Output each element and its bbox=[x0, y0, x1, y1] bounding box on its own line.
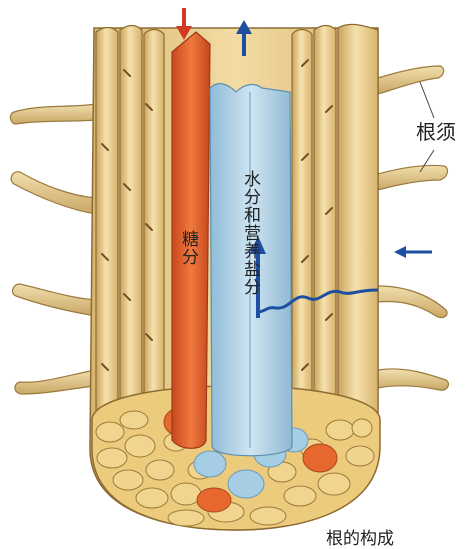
water-nutrients-label: 水分和营养盐分 bbox=[218, 170, 258, 320]
sugar-label: 糖分 bbox=[176, 230, 201, 266]
root-hairs-right bbox=[378, 66, 448, 390]
caption: 根的构成 bbox=[326, 524, 394, 549]
root-hairs-label: 根须 bbox=[416, 116, 456, 145]
root-hair-water-arrow-head bbox=[394, 246, 406, 258]
root-hairs-left bbox=[10, 104, 96, 394]
